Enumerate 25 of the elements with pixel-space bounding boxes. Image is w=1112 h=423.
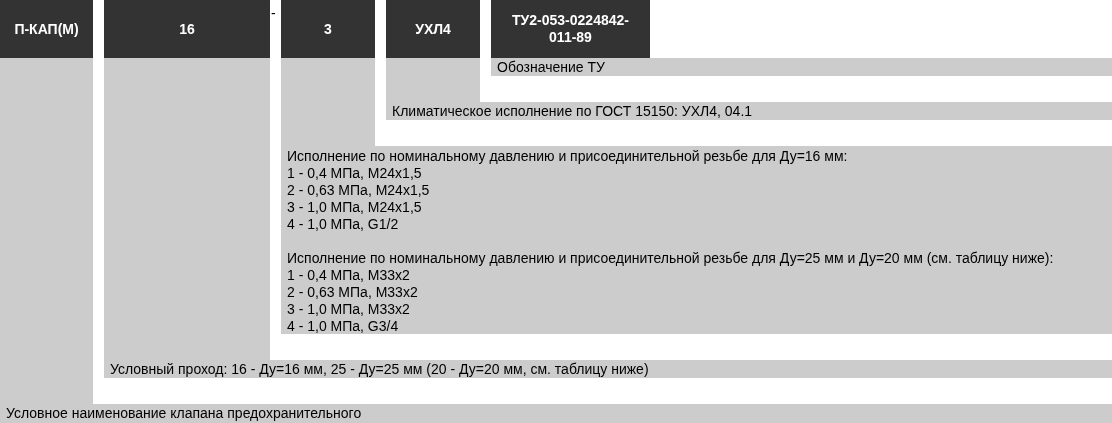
description-line: 2 - 0,63 МПа, М33х2: [287, 284, 418, 301]
code-segment: УХЛ4: [386, 0, 480, 58]
description-line: 4 - 1,0 МПа, G3/4: [287, 318, 399, 335]
description-bar: Обозначение ТУ: [491, 58, 1112, 76]
description-line: 1 - 0,4 МПа, М33х2: [287, 267, 410, 284]
connector-bar: [281, 58, 375, 146]
description-bar: Условный проход: 16 - Ду=16 мм, 25 - Ду=25 мм (20 - Ду=20 мм, см. таблицу ниже): [104, 360, 1112, 378]
code-segment: 16: [104, 0, 270, 58]
separator-dash: -: [271, 5, 276, 21]
description-line: 3 - 1,0 МПа, М24х1,5: [287, 199, 422, 216]
code-segment: ТУ2-053-0224842-011-89: [491, 0, 650, 58]
description-line: 2 - 0,63 МПа, М24х1,5: [287, 182, 430, 199]
connector-bar: [386, 58, 480, 102]
code-segment: П-КАП(М): [0, 0, 93, 58]
description-line: 1 - 0,4 МПа, М24х1,5: [287, 165, 422, 182]
description-line: Исполнение по номинальному давлению и присоединительной резьбе для Ду=16 мм:: [287, 148, 848, 165]
description-line: Исполнение по номинальному давлению и присоединительной резьбе для Ду=25 мм и Ду=20 мм (см. таблицу ниже):: [287, 250, 1054, 267]
description-line: 3 - 1,0 МПа, М33х2: [287, 301, 410, 318]
connector-bar: [104, 58, 270, 360]
description-panel: [281, 146, 1112, 334]
connector-bar: [0, 58, 93, 404]
description-bar: Условное наименование клапана предохранительного: [0, 404, 1112, 423]
code-segment: 3: [281, 0, 375, 58]
description-bar: Климатическое исполнение по ГОСТ 15150: УХЛ4, 04.1: [386, 102, 1112, 120]
description-line: 4 - 1,0 МПа, G1/2: [287, 216, 399, 233]
